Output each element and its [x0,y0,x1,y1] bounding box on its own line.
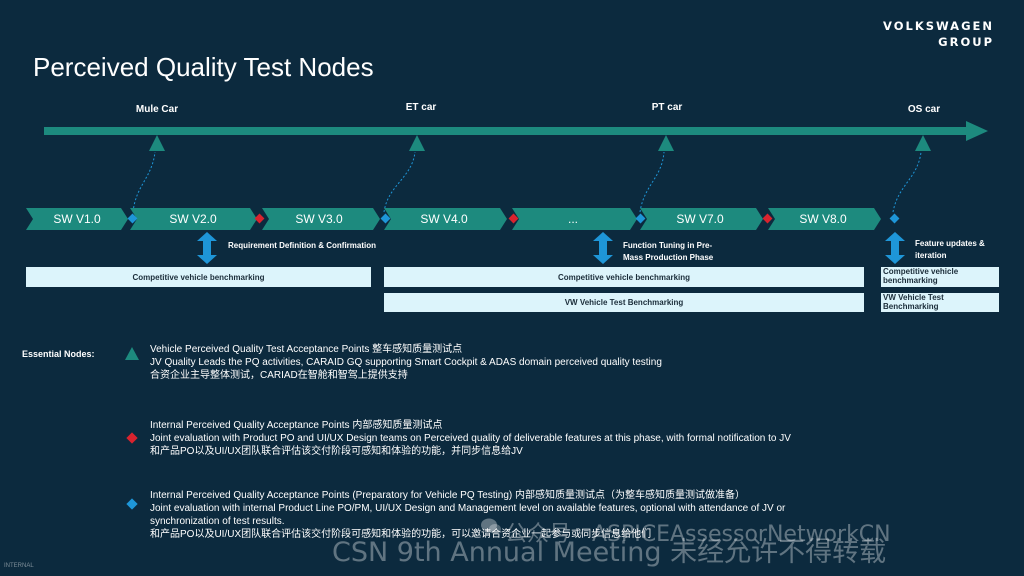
sw-version-label: SW V3.0 [295,212,343,226]
red-diamond-icon [254,213,265,224]
sw-chevrons [26,208,881,230]
watermark-meeting: CSN 9th Annual Meeting 未经允许不得转载 [332,537,887,568]
double-arrow-icon [197,232,217,264]
stage-label-mule-car: Mule Car [135,104,179,115]
stage-label-et-car: ET car [405,102,437,113]
phase-note-function-tuning: Function Tuning in Pre- Mass Production … [623,240,713,264]
sw-chevron-6 [640,208,763,230]
legend-item-text: Joint evaluation with Product PO and UI/… [150,433,791,444]
legend-item-title: Internal Perceived Quality Acceptance Po… [150,420,443,431]
connector-lines [132,151,922,213]
benchmark-bar-competitive: Competitive vehicle benchmarking [26,267,371,287]
blue-diamond-icon [889,213,900,224]
blue-diamond-icon [380,213,391,224]
legend-item-title: Vehicle Perceived Quality Test Acceptanc… [150,344,463,355]
brand-line-1: VOLKSWAGEN [883,19,994,33]
sw-chevron-3 [262,208,380,230]
legend-item-text: 和产品PO以及UI/UX团队联合评估该交付阶段可感知和体验的功能，并同步信息给J… [150,446,523,457]
watermark-account: 公众号 · ASPICEAssessorNetworkCN [505,522,891,547]
sw-chevron-5 [512,208,637,230]
phase-note-line: Mass Production Phase [623,253,714,262]
benchmark-line: Competitive vehicle [883,267,959,276]
sw-version-label: SW V7.0 [676,212,724,226]
stage-label-os-car: OS car [907,104,941,115]
phase-note-line: Feature updates & [915,239,985,248]
legend-item-text: 合资企业主导整体测试，CARIAD在智舱和智驾上提供支持 [150,370,408,381]
green-triangle-icon [915,135,931,151]
benchmark-line: Benchmarking [883,302,939,311]
phase-note-line: Function Tuning in Pre- [623,241,713,250]
sw-version-label: SW V4.0 [420,212,468,226]
brand-logo: VOLKSWAGEN GROUP [883,18,994,50]
legend-item-text: JV Quality Leads the PQ activities, CARA… [150,357,662,368]
benchmark-bar-vw: VW Vehicle Test Benchmarking [881,293,999,312]
brand-line-2: GROUP [938,35,994,49]
legend-item-title: Internal Perceived Quality Acceptance Po… [150,490,745,501]
benchmark-line: benchmarking [883,276,938,285]
sw-version-label: SW V1.0 [53,212,101,226]
classification-label: INTERNAL [4,563,34,569]
benchmark-line: VW Vehicle Test [883,293,944,302]
green-triangle-icon [125,347,139,360]
main-timeline-arrow [44,121,988,141]
legend-heading: Essential Nodes: [22,349,95,359]
benchmark-bar-competitive: Competitive vehicle benchmarking [384,267,864,287]
blue-diamond-icon [635,213,646,224]
legend-item-internal-pq: Internal Perceived Quality Acceptance Po… [150,419,791,458]
phase-note-line: iteration [915,251,947,260]
red-diamond-icon [508,213,519,224]
stage-label-pt-car: PT car [651,102,683,113]
green-triangle-icon [409,135,425,151]
legend-item-preparatory-pq: Internal Perceived Quality Acceptance Po… [150,489,785,541]
benchmark-bar-vw: VW Vehicle Test Benchmarking [384,293,864,312]
legend-item-vehicle-pq: Vehicle Perceived Quality Test Acceptanc… [150,343,662,382]
sw-chevron-1 [26,208,128,230]
legend-item-text: synchronization of test results. [150,516,285,527]
wechat-icon [481,518,501,534]
sw-version-label: ... [567,212,578,226]
sw-chevron-2 [130,208,257,230]
double-arrow-icon [885,232,905,264]
sw-version-label: SW V8.0 [799,212,847,226]
green-triangle-icon [658,135,674,151]
sw-chevron-4 [384,208,507,230]
blue-diamond-icon [126,498,138,510]
phase-note-requirement: Requirement Definition & Confirmation [228,241,376,250]
blue-diamond-icon [127,213,138,224]
legend-item-text: Joint evaluation with internal Product L… [150,503,786,514]
phase-note-feature-updates: Feature updates & iteration [915,238,985,262]
double-arrow-icon [593,232,613,264]
green-triangle-icon [149,135,165,151]
sw-track-markers [127,213,900,224]
legend-item-text: 和产品PO以及UI/UX团队联合评估该交付阶段可感知和体验的功能，可以邀请合资企… [150,529,652,540]
page-title: Perceived Quality Test Nodes [33,52,374,82]
red-diamond-icon [126,432,138,444]
sw-chevron-7 [768,208,881,230]
benchmark-bar-competitive: Competitive vehicle benchmarking [881,267,999,287]
sw-version-label: SW V2.0 [169,212,217,226]
red-diamond-icon [762,213,773,224]
phase-arrows [197,232,905,264]
